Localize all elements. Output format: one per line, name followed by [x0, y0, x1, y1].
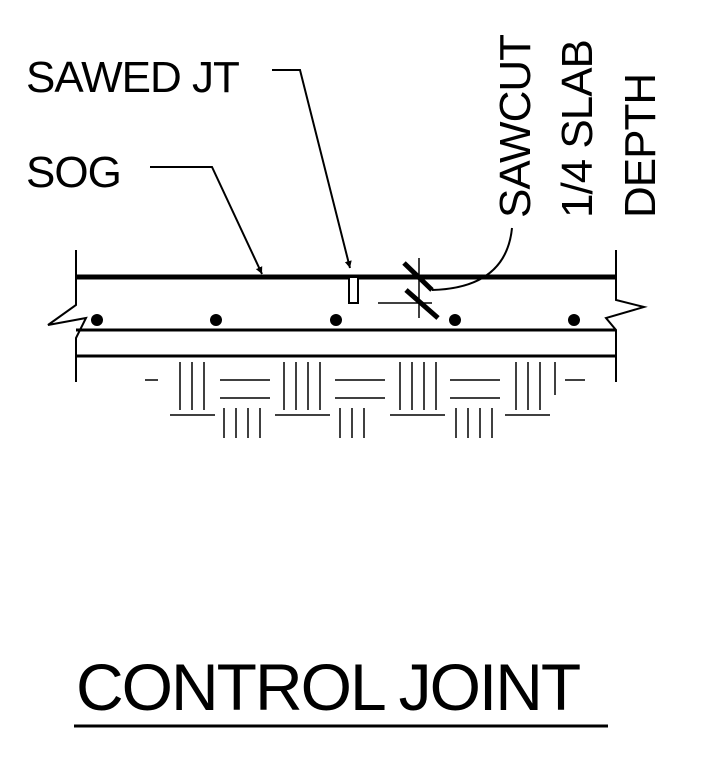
leader-sawed-jt [272, 69, 352, 269]
leader-sog [150, 166, 263, 275]
rebar-dot [330, 314, 342, 326]
sawed-joint-notch [348, 276, 359, 304]
label-slab-fraction: 1/4 SLAB [553, 40, 602, 218]
rebar-dot [210, 314, 222, 326]
sawcut-depth-dimension [378, 258, 440, 320]
detail-title: CONTROL JOINT [76, 650, 580, 724]
rebar-dot [568, 314, 580, 326]
label-depth: DEPTH [616, 74, 665, 218]
label-sog: SOG [26, 148, 121, 197]
break-line-left [47, 250, 88, 382]
label-sawed-jt: SAWED JT [26, 53, 239, 102]
rebar-row [91, 314, 580, 326]
rebar-dot [449, 314, 461, 326]
rebar-dot [91, 314, 103, 326]
break-line-right [604, 250, 648, 382]
leader-sawcut [431, 227, 513, 291]
subgrade-hatch [145, 362, 585, 438]
label-sawcut: SAWCUT [491, 35, 540, 218]
